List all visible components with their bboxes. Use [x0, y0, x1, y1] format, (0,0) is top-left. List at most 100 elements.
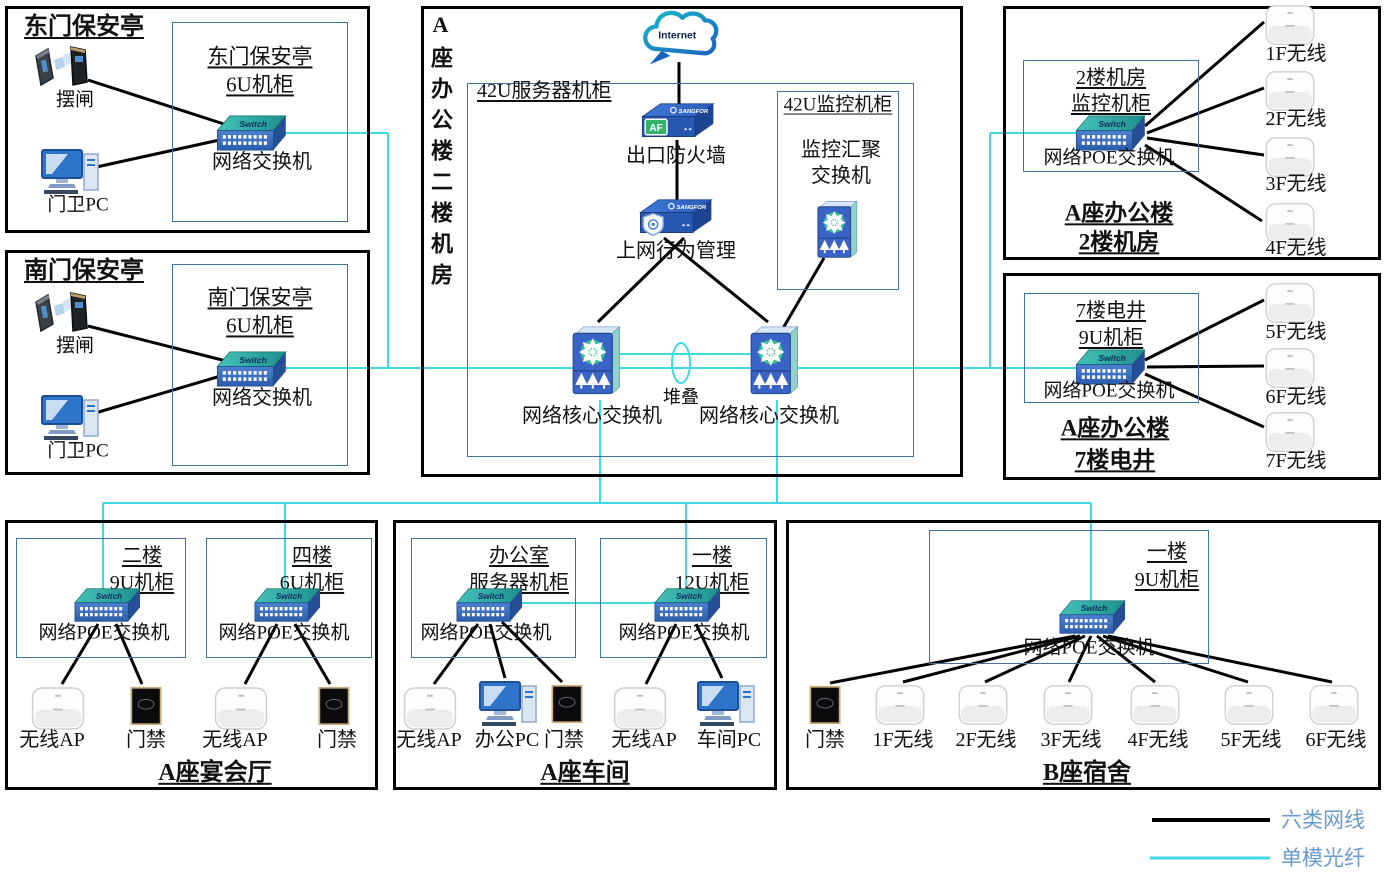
east-switch-label: 网络交换机	[212, 151, 312, 173]
ap-icon	[1129, 684, 1181, 726]
door-access-icon	[318, 686, 350, 726]
ap-icon	[1042, 684, 1094, 726]
banquet-title: A座宴会厅	[158, 759, 272, 786]
ap-label: 无线AP	[611, 729, 677, 751]
south-switch-label: 网络交换机	[212, 387, 312, 409]
ap-icon	[874, 684, 926, 726]
ap-label: 1F无线	[1265, 43, 1327, 65]
stack-label: 堆叠	[663, 387, 699, 408]
turnstile-label: 摆闸	[55, 335, 95, 357]
core-switch-left-icon	[570, 320, 622, 402]
door-access-icon	[551, 684, 583, 724]
east-cabinet-line2: 6U机柜	[226, 72, 294, 97]
guard-pc-icon	[40, 394, 100, 442]
f7-title-line1: A座办公楼	[1060, 415, 1170, 441]
ap-icon	[957, 684, 1009, 726]
east-gate-box	[5, 6, 370, 233]
banquet-cabinet1-box	[16, 538, 186, 658]
ap-label: 3F无线	[1040, 729, 1102, 751]
server-cabinet-box	[467, 83, 914, 457]
south-cabinet-line2: 6U机柜	[226, 313, 294, 338]
server-cabinet-label: 42U服务器机柜	[477, 80, 612, 102]
ap-icon	[1264, 136, 1316, 178]
south-gate-title: 南门保安亭	[24, 258, 144, 284]
f2-title-line2: 2楼机房	[1078, 229, 1160, 255]
f7-poe-switch-label: 网络POE交换机	[1043, 380, 1175, 402]
ap-label: 无线AP	[19, 729, 85, 751]
ap-label: 无线AP	[202, 729, 268, 751]
ap-icon	[30, 686, 86, 731]
behavior-mgmt-icon	[634, 198, 716, 238]
ap-label: 5F无线	[1265, 321, 1327, 343]
south-gate-box	[5, 250, 370, 475]
ap-label: 3F无线	[1265, 173, 1327, 195]
turnstile-icon	[30, 40, 96, 90]
dorm-cabinet-line1: 一楼	[1147, 541, 1187, 563]
banquet-cabinet2-box	[206, 538, 372, 658]
ap-icon	[1264, 347, 1316, 389]
legend-cat6-label: 六类网线	[1281, 808, 1365, 832]
f7-cabinet-line2: 9U机柜	[1078, 327, 1144, 349]
f7-shaft-box	[1003, 273, 1381, 480]
dorm-poe-switch-icon	[1055, 597, 1127, 637]
dorm-title: B座宿舍	[1042, 759, 1132, 786]
south-switch-icon	[212, 348, 288, 390]
banquet-poe-switch2-label: 网络POE交换机	[218, 622, 350, 644]
dorm-cabinet-line2: 9U机柜	[1134, 569, 1200, 591]
ap-label: 6F无线	[1265, 386, 1327, 408]
dorm-box	[786, 520, 1381, 790]
south-cabinet-line1: 南门保安亭	[207, 285, 313, 310]
monitor-cabinet-box	[777, 91, 899, 290]
guard-pc-icon	[40, 148, 100, 196]
workshop-cabinet2-box	[600, 538, 767, 658]
ap-icon	[1264, 70, 1316, 112]
east-gate-title: 东门保安亭	[24, 14, 144, 40]
ap-icon	[1308, 684, 1360, 726]
dorm-cabinet-box	[929, 530, 1209, 664]
firewall-icon	[636, 102, 718, 142]
turnstile-label: 摆闸	[55, 89, 95, 111]
banquet-cab1-line1: 二楼	[122, 545, 162, 567]
guard-pc-label: 门卫PC	[47, 194, 109, 216]
f2-cabinet-line2: 监控机柜	[1071, 93, 1151, 115]
turnstile-icon	[30, 286, 96, 336]
workshop-pc-label: 车间PC	[696, 729, 762, 751]
monitor-cabinet-label: 42U监控机柜	[783, 94, 893, 116]
banquet-poe-switch1-icon	[70, 585, 142, 625]
workshop-cabinet1-box	[411, 538, 576, 658]
door-access-label: 门禁	[544, 729, 584, 751]
banquet-box	[5, 520, 378, 790]
workshop-poe-switch1-icon	[452, 585, 524, 625]
door-access-icon	[130, 686, 162, 726]
cat6-lines	[60, 20, 1333, 822]
door-access-label: 门禁	[126, 729, 166, 751]
workshop-poe-switch1-label: 网络POE交换机	[420, 622, 552, 644]
east-switch-icon	[212, 112, 288, 154]
monitor-switch-label2: 交换机	[811, 165, 871, 187]
workshop-box	[393, 520, 777, 790]
banquet-poe-switch2-icon	[250, 585, 322, 625]
ap-label: 6F无线	[1305, 729, 1367, 751]
banquet-poe-switch1-label: 网络POE交换机	[38, 622, 170, 644]
south-gate-cabinet-box	[172, 264, 348, 466]
behavior-mgmt-label: 上网行为管理	[616, 240, 736, 262]
east-cabinet-line1: 东门保安亭	[207, 44, 313, 69]
monitor-switch-label1: 监控汇聚	[801, 139, 881, 161]
ap-icon	[1264, 4, 1316, 46]
ap-icon	[1223, 684, 1275, 726]
core-switch-left-label: 网络核心交换机	[522, 405, 662, 427]
firewall-label: 出口防火墙	[626, 145, 726, 167]
east-gate-cabinet-box	[172, 22, 348, 222]
ap-label: 5F无线	[1220, 729, 1282, 751]
ap-label: 4F无线	[1127, 729, 1189, 751]
office-pc-icon	[478, 680, 538, 728]
internet-cloud-icon	[636, 4, 722, 68]
f2-poe-switch-label: 网络POE交换机	[1043, 147, 1175, 169]
ap-icon	[213, 686, 269, 731]
workshop-poe-switch2-icon	[650, 585, 722, 625]
core-switch-right-icon	[748, 320, 800, 402]
f2-room-box	[1003, 6, 1381, 260]
core-switch-right-label: 网络核心交换机	[699, 405, 839, 427]
